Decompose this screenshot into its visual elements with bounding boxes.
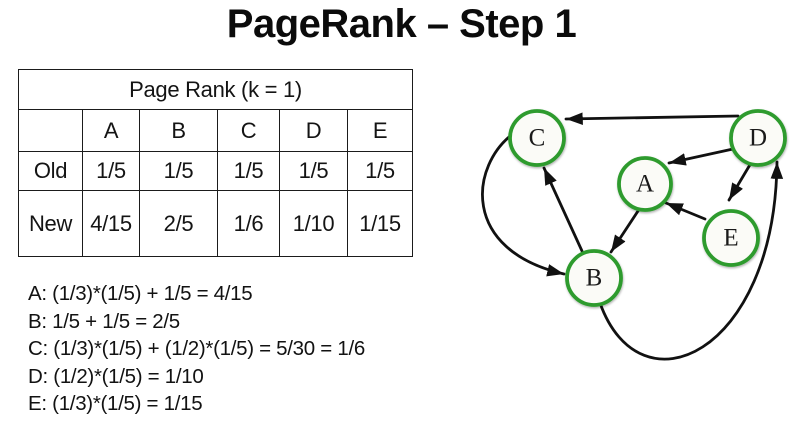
table-cell: 1/5 [217, 151, 280, 191]
table-cell: 1/5 [347, 151, 413, 191]
formula-line: E: (1/3)*(1/5) = 1/15 [28, 392, 203, 415]
table-cell: 1/15 [347, 190, 413, 257]
graph-edge-E-A [664, 201, 707, 221]
graph-node-label-A: A [636, 171, 654, 198]
graph-node-label-D: D [749, 125, 767, 152]
graph-node-label-C: C [529, 125, 546, 152]
graph-node-label-B: B [586, 265, 603, 292]
slide-title: PageRank – Step 1 [226, 2, 577, 46]
graph-node-E [702, 209, 760, 267]
table-col-header: B [139, 109, 218, 152]
table-row: Old 1/5 1/5 1/5 1/5 1/5 [18, 151, 413, 191]
pagerank-table: Page Rank (k = 1) A B C D E Old 1/5 1/5 … [18, 69, 413, 257]
pagerank-graph: C D A E B [481, 109, 787, 361]
formula-line: C: (1/3)*(1/5) + (1/2)*(1/5) = 5/30 = 1/… [28, 337, 365, 360]
graph-node-D [729, 109, 787, 167]
graph-edge-B-D [598, 160, 784, 361]
table-header-row: A B C D E [18, 109, 413, 152]
table-cell: 1/5 [139, 151, 218, 191]
graph-edge-D-E [727, 161, 753, 202]
graph-node-C [508, 109, 566, 167]
graph-nodes: C D A E B [508, 109, 787, 307]
table-corner-cell [18, 109, 83, 152]
table-cell: 1/5 [279, 151, 348, 191]
graph-edge-D-C [564, 112, 740, 126]
formula-line: A: (1/3)*(1/5) + 1/5 = 4/15 [28, 282, 253, 305]
formula-line: B: 1/5 + 1/5 = 2/5 [28, 309, 180, 333]
formula-list: A: (1/3)*(1/5) + 1/5 = 4/15 B: 1/5 + 1/5… [28, 280, 365, 418]
graph-node-A [617, 156, 673, 212]
graph-node-label-E: E [723, 225, 738, 252]
table-row-label: Old [18, 151, 83, 191]
graph-edge-D-A [667, 147, 735, 166]
table-cell: 2/5 [139, 190, 218, 257]
table-col-header: C [217, 109, 280, 152]
graph-edges [481, 112, 784, 361]
formula-line: D: (1/2)*(1/5) = 1/10 [28, 364, 204, 388]
graph-node-B [565, 249, 623, 307]
table-row: New 4/15 2/5 1/6 1/10 1/15 [18, 190, 413, 257]
table-cell: 1/5 [82, 151, 140, 191]
table-col-header: A [82, 109, 140, 152]
table-caption-row: Page Rank (k = 1) [18, 69, 413, 110]
table-col-header: D [279, 109, 348, 152]
table-cell: 1/6 [217, 190, 280, 257]
table-cell: 1/10 [279, 190, 348, 257]
graph-edge-B-C [542, 166, 584, 253]
table-row-label: New [18, 190, 83, 257]
table-cell: 4/15 [82, 190, 140, 257]
table-caption: Page Rank (k = 1) [18, 69, 413, 110]
graph-edge-C-B [481, 131, 566, 277]
table-col-header: E [347, 109, 413, 152]
graph-edge-A-B [609, 206, 642, 254]
